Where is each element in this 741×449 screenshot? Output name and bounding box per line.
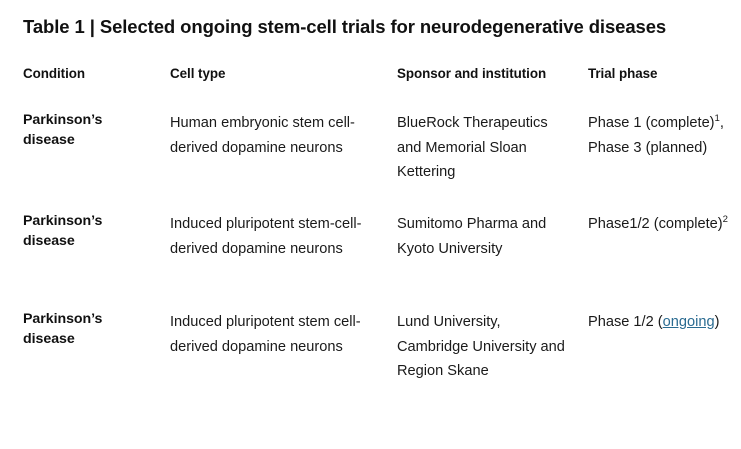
- ongoing-trial-link[interactable]: ongoing: [662, 314, 715, 330]
- table-row: Induced pluripotent stem-cell-derived do…: [170, 216, 362, 257]
- table-row: Parkinson’s disease: [23, 112, 103, 148]
- table-row: Sumitomo Pharma and Kyoto University: [397, 216, 547, 257]
- table-row: Lund University, Cambridge University an…: [397, 314, 565, 379]
- column-header-trial-phase: Trial phase: [588, 66, 658, 81]
- table-row: Human embryonic stem cell-derived dopami…: [170, 115, 355, 156]
- table-row: Phase 1 (complete)1, Phase 3 (planned): [588, 111, 741, 212]
- column-header-condition: Condition: [23, 66, 86, 81]
- trial-phase-text: Phase 1/2 (: [588, 314, 663, 330]
- data-table: Condition Cell type Sponsor and institut…: [18, 65, 728, 390]
- table-row: BlueRock Therapeutics and Memorial Sloan…: [397, 115, 548, 180]
- trial-phase-text: Phase1/2 (complete): [588, 216, 723, 232]
- table-row: Phase 1/2 (ongoing): [588, 310, 741, 390]
- table-caption: Table 1 | Selected ongoing stem-cell tri…: [23, 16, 667, 37]
- table-row: Parkinson’s disease: [23, 311, 103, 347]
- reference-superscript: 2: [722, 214, 729, 226]
- table-row: Induced pluripotent stem cell-derived do…: [170, 314, 361, 355]
- reference-superscript: 1: [714, 113, 720, 125]
- table-row: Parkinson’s disease: [23, 213, 103, 249]
- column-header-cell-type: Cell type: [170, 66, 226, 81]
- trial-phase-text-cont: , Phase 3 (planned): [588, 115, 724, 156]
- column-header-sponsor-institution: Sponsor and institution: [397, 66, 547, 81]
- trial-phase-text-cont: ): [714, 314, 720, 330]
- trial-phase-text: Phase 1 (complete): [588, 115, 715, 131]
- table-row: Phase1/2 (complete)2: [588, 212, 741, 310]
